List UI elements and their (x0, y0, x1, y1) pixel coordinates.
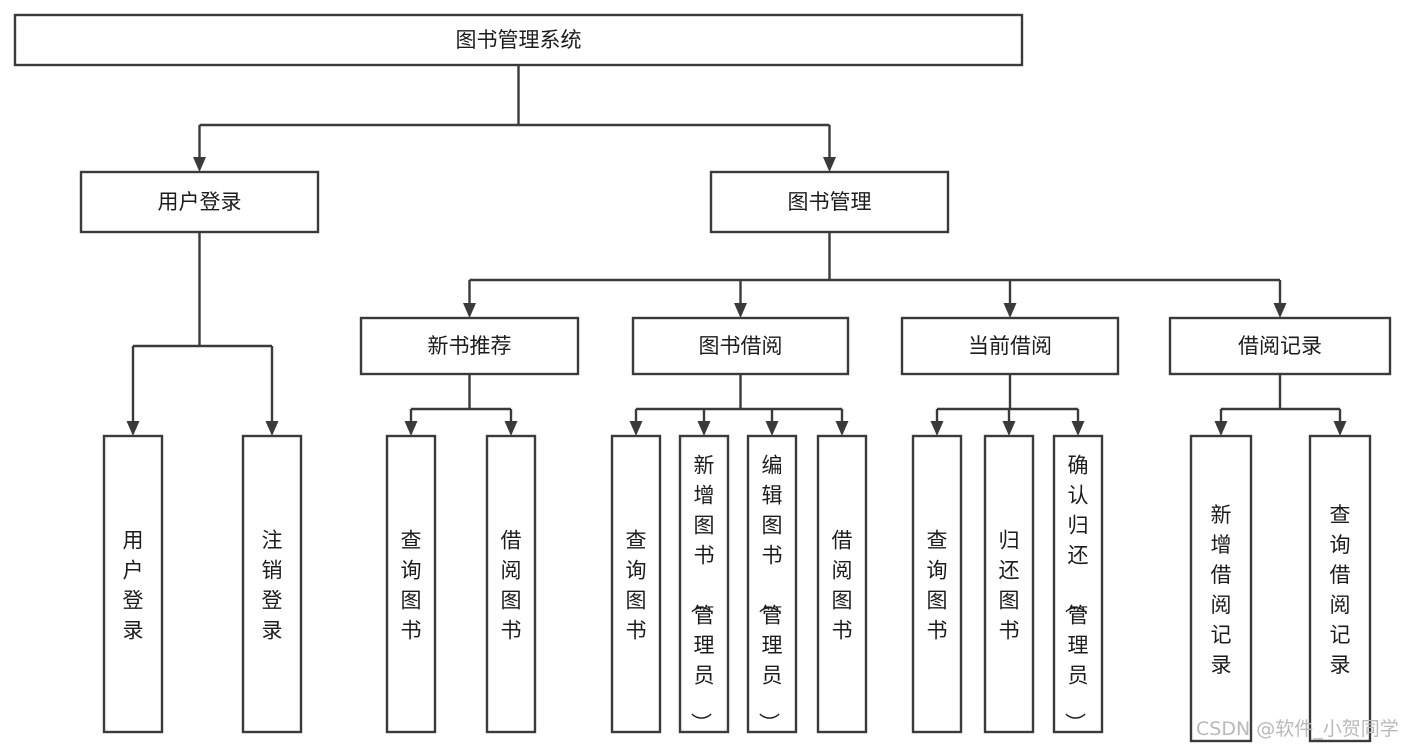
node-box-leaf-borrow-book-1 (485, 434, 537, 734)
node-label-borrow-record: 借阅记录 (1238, 334, 1322, 358)
node-book-borrow[interactable]: 图书借阅 (631, 316, 850, 376)
node-new-book-recommend[interactable]: 新书推荐 (359, 316, 580, 376)
node-box-leaf-borrow-book-2 (816, 434, 868, 734)
node-box-leaf-query-book-2 (610, 434, 662, 734)
node-box-leaf-user-login (102, 434, 164, 734)
node-label-new-book-recommend: 新书推荐 (428, 334, 512, 358)
node-label-leaf-confirm-return: 确认归还（管理员） (1063, 453, 1089, 733)
node-label-leaf-borrow-book-2: 借阅图书 (832, 528, 853, 642)
node-leaf-return-book[interactable]: 归还图书 (983, 434, 1035, 734)
node-leaf-add-book[interactable]: 新增图书（管理员） (678, 434, 730, 734)
node-layer: 图书管理系统用户登录图书管理新书推荐图书借阅当前借阅借阅记录用户登录注销登录查询… (13, 13, 1392, 743)
node-label-leaf-return-book: 归还图书 (999, 528, 1020, 642)
node-book-manage[interactable]: 图书管理 (709, 170, 950, 234)
node-box-leaf-logout (241, 434, 303, 734)
node-box-leaf-query-book-1 (385, 434, 437, 734)
node-leaf-borrow-book-2[interactable]: 借阅图书 (816, 434, 868, 734)
node-box-new-book-recommend (359, 316, 580, 376)
node-box-leaf-edit-book (746, 434, 798, 734)
node-label-leaf-query-book-2: 查询图书 (626, 528, 647, 642)
csdn-watermark: CSDN @软件_小贺同学 (1196, 718, 1399, 740)
node-leaf-query-book-3[interactable]: 查询图书 (911, 434, 963, 734)
node-box-current-borrow (900, 316, 1120, 376)
node-label-leaf-query-book-1: 查询图书 (401, 528, 422, 642)
node-current-borrow[interactable]: 当前借阅 (900, 316, 1120, 376)
node-label-leaf-logout: 注销登录 (262, 528, 283, 642)
node-box-user-login (79, 170, 320, 234)
node-leaf-logout[interactable]: 注销登录 (241, 434, 303, 734)
node-leaf-query-book-2[interactable]: 查询图书 (610, 434, 662, 734)
node-label-leaf-add-book: 新增图书（管理员） (689, 453, 715, 733)
node-leaf-edit-book[interactable]: 编辑图书（管理员） (746, 434, 798, 734)
node-box-leaf-query-book-3 (911, 434, 963, 734)
node-box-leaf-return-book (983, 434, 1035, 734)
node-label-root: 图书管理系统 (456, 28, 582, 52)
node-user-login[interactable]: 用户登录 (79, 170, 320, 234)
node-label-leaf-add-record: 新增借阅记录 (1211, 503, 1232, 677)
node-box-root (13, 13, 1024, 67)
node-leaf-user-login[interactable]: 用户登录 (102, 434, 164, 734)
node-label-leaf-borrow-book-1: 借阅图书 (501, 528, 522, 642)
node-label-user-login: 用户登录 (158, 190, 242, 214)
node-label-leaf-edit-book: 编辑图书（管理员） (757, 453, 783, 733)
node-label-leaf-user-login: 用户登录 (123, 528, 144, 642)
node-label-leaf-query-record: 查询借阅记录 (1330, 503, 1351, 677)
node-label-book-manage: 图书管理 (788, 190, 872, 214)
node-box-book-manage (709, 170, 950, 234)
node-box-borrow-record (1168, 316, 1392, 376)
node-leaf-add-record[interactable]: 新增借阅记录 (1189, 434, 1253, 743)
connector-layer (126, 65, 1347, 436)
node-leaf-query-book-1[interactable]: 查询图书 (385, 434, 437, 734)
node-leaf-query-record[interactable]: 查询借阅记录 (1308, 434, 1372, 743)
node-label-current-borrow: 当前借阅 (968, 334, 1052, 358)
node-label-book-borrow: 图书借阅 (699, 334, 783, 358)
node-leaf-borrow-book-1[interactable]: 借阅图书 (485, 434, 537, 734)
node-root[interactable]: 图书管理系统 (13, 13, 1024, 67)
node-box-leaf-query-record (1308, 434, 1372, 743)
node-label-leaf-query-book-3: 查询图书 (927, 528, 948, 642)
node-box-leaf-add-record (1189, 434, 1253, 743)
node-borrow-record[interactable]: 借阅记录 (1168, 316, 1392, 376)
node-leaf-confirm-return[interactable]: 确认归还（管理员） (1052, 434, 1104, 734)
node-box-book-borrow (631, 316, 850, 376)
node-box-leaf-confirm-return (1052, 434, 1104, 734)
node-box-leaf-add-book (678, 434, 730, 734)
